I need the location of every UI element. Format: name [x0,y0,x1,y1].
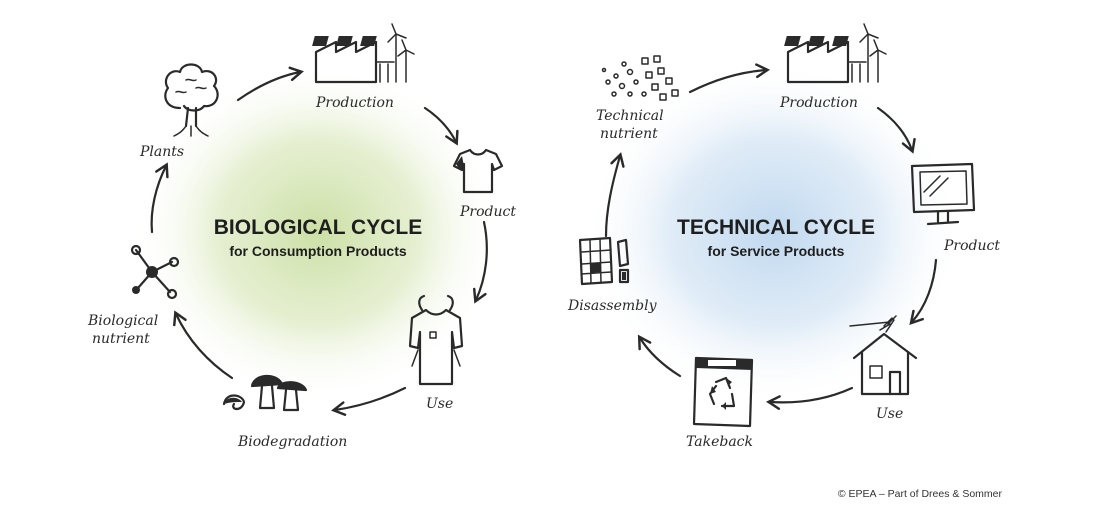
label-biological-nutrient-1: Biological [87,313,158,329]
label-use: Use [426,396,453,412]
arrow-takeback-to-disassembly [637,334,682,378]
biological-subtitle: for Consumption Products [229,243,407,259]
label-biodegradation: Biodegradation [237,434,347,450]
arrow-production-to-product [876,106,916,154]
disassembled-parts-icon [578,236,630,286]
arrow-product-to-use [472,220,488,304]
arrow-product-to-use [909,258,938,326]
mushrooms-icon [222,374,308,412]
biological-title: BIOLOGICAL CYCLE [214,216,422,239]
technical-glow [584,60,964,404]
label-technical-nutrient-2: nutrient [600,126,658,142]
technical-cycle: TECHNICAL CYCLE for Service Products [567,23,1000,450]
label-takeback: Takeback [686,434,753,450]
arrow-production-to-product [423,106,459,146]
factory-icon [784,23,887,84]
technical-subtitle: for Service Products [708,243,845,259]
scattered-particles-icon [601,55,679,101]
label-production: Production [315,95,394,111]
biological-glow [133,62,503,402]
factory-icon [312,23,415,84]
label-production: Production [779,95,858,111]
label-biological-nutrient-2: nutrient [92,331,150,347]
arrow-use-to-biodegradation [331,386,407,416]
arrow-nutrient-to-plants [150,162,169,234]
arrow-use-to-takeback [765,386,854,410]
biological-cycle: BIOLOGICAL CYCLE for Consumption Product… [87,23,516,450]
label-product: Product [459,204,516,220]
molecule-icon [130,244,180,300]
arrow-disassembly-to-nutrient [604,152,625,238]
house-icon [849,315,918,396]
label-product: Product [943,238,1000,254]
label-technical-nutrient-1: Technical [596,108,664,124]
tree-icon [164,63,219,137]
person-tshirt-icon [408,294,464,386]
arrow-biodegradation-to-nutrient [173,310,234,380]
label-use: Use [876,406,903,422]
tshirt-icon [452,148,504,194]
label-plants: Plants [139,144,184,160]
technical-title: TECHNICAL CYCLE [677,216,875,239]
arrow-nutrient-to-production [688,63,771,94]
recycle-bin-icon [692,356,754,428]
monitor-icon [910,162,976,226]
arrow-plants-to-production [236,66,304,102]
copyright: © EPEA – Part of Drees & Sommer [838,488,1003,500]
label-disassembly: Disassembly [567,298,658,314]
